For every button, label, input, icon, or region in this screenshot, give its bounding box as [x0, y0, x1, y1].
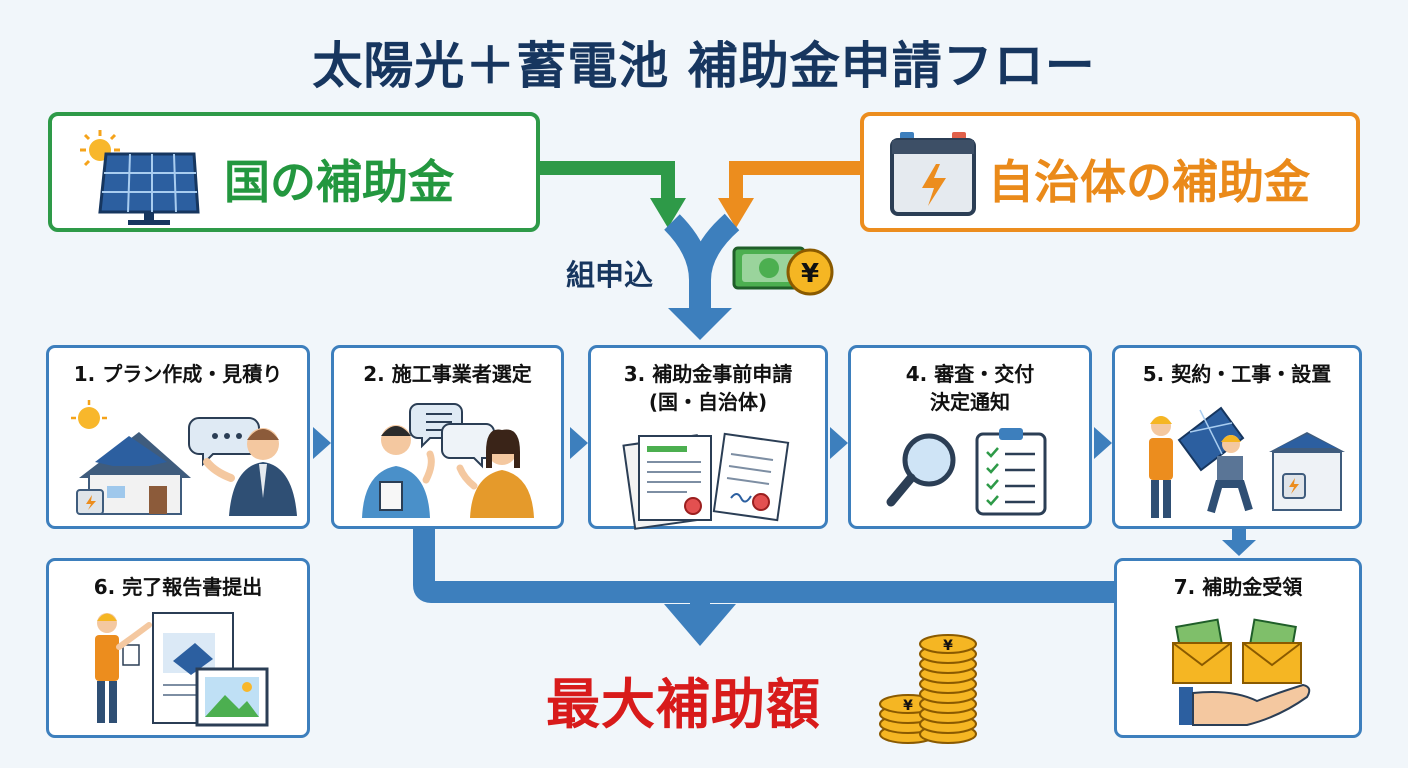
- coin-currency-symbol: ¥: [943, 638, 953, 654]
- connector-1-2: [313, 427, 331, 459]
- local-subsidy-box: 自治体の補助金: [860, 112, 1360, 232]
- banknote-yen-coin-icon: ¥: [732, 246, 834, 296]
- step-7-subsidy-receipt: 7. 補助金受領: [1114, 558, 1362, 738]
- bottom-flow: [413, 528, 1114, 603]
- step-label: 6. 完了報告書提出: [93, 575, 263, 599]
- battery-icon: [890, 132, 976, 216]
- national-subsidy-box: 国の補助金: [48, 112, 540, 232]
- installation-workers-icon: [1149, 406, 1345, 518]
- step-label: 2. 施工事業者選定: [363, 362, 532, 386]
- money-envelopes-icon: [1172, 618, 1311, 726]
- coin-currency-symbol: ¥: [903, 698, 913, 714]
- step-3-pre-application: 3. 補助金事前申請 (国・自治体): [588, 345, 828, 530]
- connector-2-3: [570, 427, 588, 459]
- step-label: 7. 補助金受領: [1173, 575, 1303, 599]
- connector-4-5: [1094, 427, 1112, 459]
- house-consultation-icon: [71, 400, 297, 516]
- step-4-review-decision: 4. 審査・交付 決定通知: [848, 345, 1092, 529]
- step-label: 3. 補助金事前申請 (国・自治体): [623, 362, 793, 414]
- step-1-plan-estimate: 1. プラン作成・見積り: [46, 345, 310, 529]
- local-subsidy-label: 自治体の補助金: [988, 155, 1310, 209]
- national-arrowhead: [650, 198, 686, 228]
- national-subsidy-label: 国の補助金: [224, 155, 454, 209]
- maximum-subsidy-label: 最大補助額: [546, 673, 821, 736]
- step-label: 1. プラン作成・見積り: [73, 362, 283, 386]
- national-flow-arrow: [540, 161, 675, 202]
- currency-symbol: ¥: [801, 259, 819, 289]
- people-discussion-icon: [362, 403, 534, 518]
- step-2-contractor-selection: 2. 施工事業者選定: [331, 345, 564, 529]
- step-label: 4. 審査・交付 決定通知: [905, 362, 1035, 414]
- application-documents-icon: [622, 432, 790, 530]
- local-flow-arrow: [729, 161, 860, 202]
- merge-stem: [689, 266, 711, 316]
- magnifier-checklist-icon: [886, 428, 1047, 516]
- yen-coin-stacks-icon: ¥ ¥: [879, 634, 977, 744]
- connector-5-7: [1222, 540, 1256, 556]
- step-5-contract-installation: 5. 契約・工事・設置: [1112, 345, 1362, 529]
- report-photos-icon: [95, 612, 269, 727]
- step-label: 5. 契約・工事・設置: [1142, 362, 1332, 386]
- step-6-completion-report: 6. 完了報告書提出: [46, 558, 310, 738]
- connector-3-4: [830, 427, 848, 459]
- local-arrowhead: [718, 198, 754, 228]
- page-title: 太陽光＋蓄電池 補助金申請フロー: [312, 37, 1096, 95]
- merge-arrowhead: [668, 308, 732, 340]
- combined-application-label: 組申込: [566, 258, 654, 292]
- result-arrowhead: [664, 604, 736, 646]
- solar-panel-with-sun-icon: [80, 130, 200, 225]
